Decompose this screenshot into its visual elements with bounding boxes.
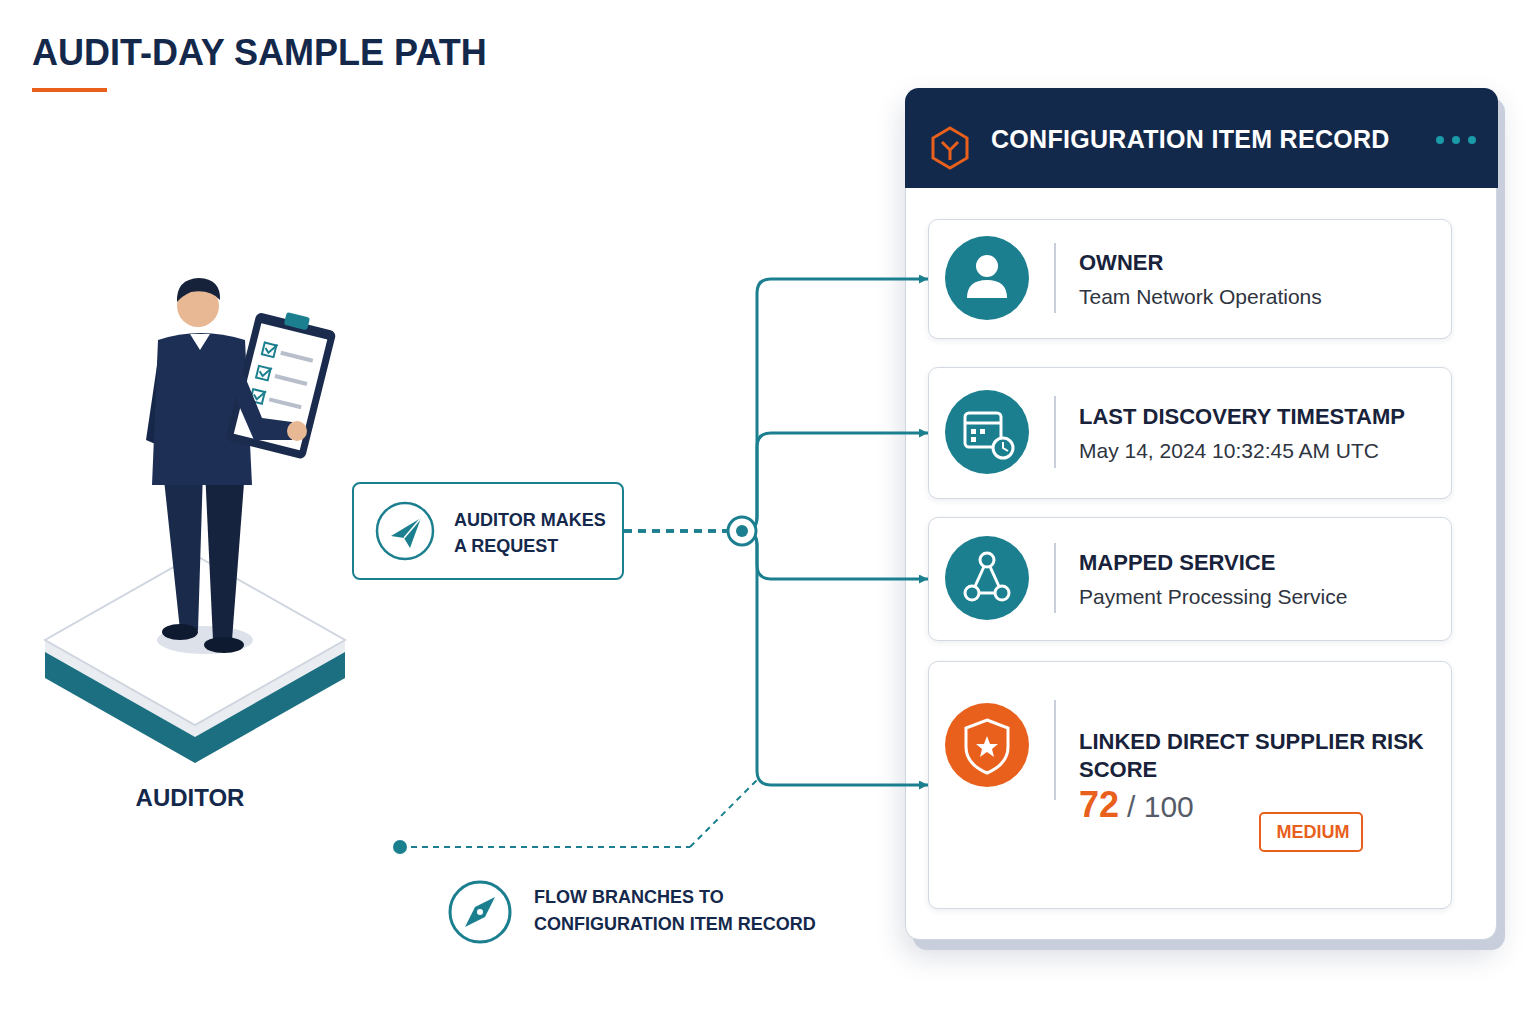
text-row: Team Network Operations bbox=[1079, 277, 1443, 311]
field-card: MAPPED SERVICE Payment Processing Service bbox=[928, 517, 1452, 641]
text-row: Payment Processing Service bbox=[1079, 577, 1443, 611]
field-card: OWNER Team Network Operations bbox=[928, 219, 1452, 339]
auditor-figure bbox=[146, 278, 338, 653]
text-box: MEDIUM bbox=[1261, 814, 1365, 850]
title-underline bbox=[32, 88, 107, 92]
text-row: LAST DISCOVERY TIMESTAMP bbox=[1079, 403, 1443, 431]
flow-connector bbox=[624, 531, 928, 785]
record-panel: CONFIGURATION ITEM RECORD OWNER Team Netwo… bbox=[905, 88, 1497, 940]
actor-label: AUDITOR bbox=[90, 780, 290, 816]
header-dots bbox=[1436, 136, 1476, 144]
risk-badge: MEDIUM bbox=[1259, 812, 1363, 852]
text-row: MAPPED SERVICE bbox=[1079, 549, 1443, 577]
text-row: May 14, 2024 10:32:45 AM UTC bbox=[1079, 431, 1443, 465]
node-text: May 14, 2024 10:32:45 AM UTC bbox=[1079, 437, 1379, 465]
node-text: AUDITOR MAKES A REQUEST bbox=[454, 507, 622, 559]
network-icon bbox=[945, 536, 1029, 620]
owner-icon bbox=[945, 236, 1029, 320]
compass-icon bbox=[450, 882, 510, 942]
diagram-title: AUDIT-DAY SAMPLE PATH bbox=[32, 32, 487, 74]
node-text: MEDIUM bbox=[1261, 822, 1365, 843]
shield-icon bbox=[945, 703, 1029, 787]
text-row: CONFIGURATION ITEM RECORD bbox=[991, 125, 1451, 154]
text-box: OWNER Team Network Operations bbox=[1079, 220, 1443, 340]
field-card: LAST DISCOVERY TIMESTAMP May 14, 2024 10:… bbox=[928, 367, 1452, 499]
header-logo bbox=[933, 128, 967, 168]
junction-dot bbox=[728, 517, 756, 545]
text-row: LINKED DIRECT SUPPLIER RISK SCORE bbox=[1079, 728, 1443, 784]
node-text: Team Network Operations bbox=[1079, 283, 1322, 311]
text-box: AUDITOR MAKES A REQUEST bbox=[454, 484, 622, 582]
text-box: LINKED DIRECT SUPPLIER RISK SCORE72/ 100 bbox=[1079, 662, 1443, 892]
text-row: 72/ 100 bbox=[1079, 784, 1443, 826]
node-text: 72 bbox=[1079, 784, 1119, 826]
auditor-platform bbox=[45, 555, 345, 763]
header-band bbox=[905, 88, 1498, 188]
flow-connector bbox=[624, 433, 928, 531]
node-text: Payment Processing Service bbox=[1079, 583, 1347, 611]
node-text: MAPPED SERVICE bbox=[1079, 549, 1275, 577]
calendar-icon bbox=[945, 390, 1029, 474]
card-separators bbox=[1055, 243, 1056, 800]
text-box: LAST DISCOVERY TIMESTAMP May 14, 2024 10:… bbox=[1079, 368, 1443, 500]
node-text: / 100 bbox=[1127, 790, 1194, 824]
send-icon bbox=[377, 503, 433, 559]
node-text: OWNER bbox=[1079, 249, 1163, 277]
flow-note: FLOW BRANCHES TO CONFIGURATION ITEM RECO… bbox=[534, 884, 854, 938]
text-row: MEDIUM bbox=[1261, 822, 1365, 843]
text-row: AUDITOR MAKES A REQUEST bbox=[454, 507, 622, 559]
text-row: OWNER bbox=[1079, 249, 1443, 277]
node-text: LINKED DIRECT SUPPLIER RISK SCORE bbox=[1079, 728, 1443, 784]
flow-connector bbox=[624, 279, 928, 531]
flow-leader-line bbox=[393, 780, 757, 854]
node-text: CONFIGURATION ITEM RECORD bbox=[991, 125, 1390, 154]
risk-card: LINKED DIRECT SUPPLIER RISK SCORE72/ 100… bbox=[928, 661, 1452, 909]
text-box: CONFIGURATION ITEM RECORD bbox=[991, 89, 1451, 189]
node-text: LAST DISCOVERY TIMESTAMP bbox=[1079, 403, 1405, 431]
request-box: AUDITOR MAKES A REQUEST bbox=[352, 482, 624, 580]
text-box: MAPPED SERVICE Payment Processing Service bbox=[1079, 518, 1443, 642]
flow-connector bbox=[624, 531, 928, 579]
